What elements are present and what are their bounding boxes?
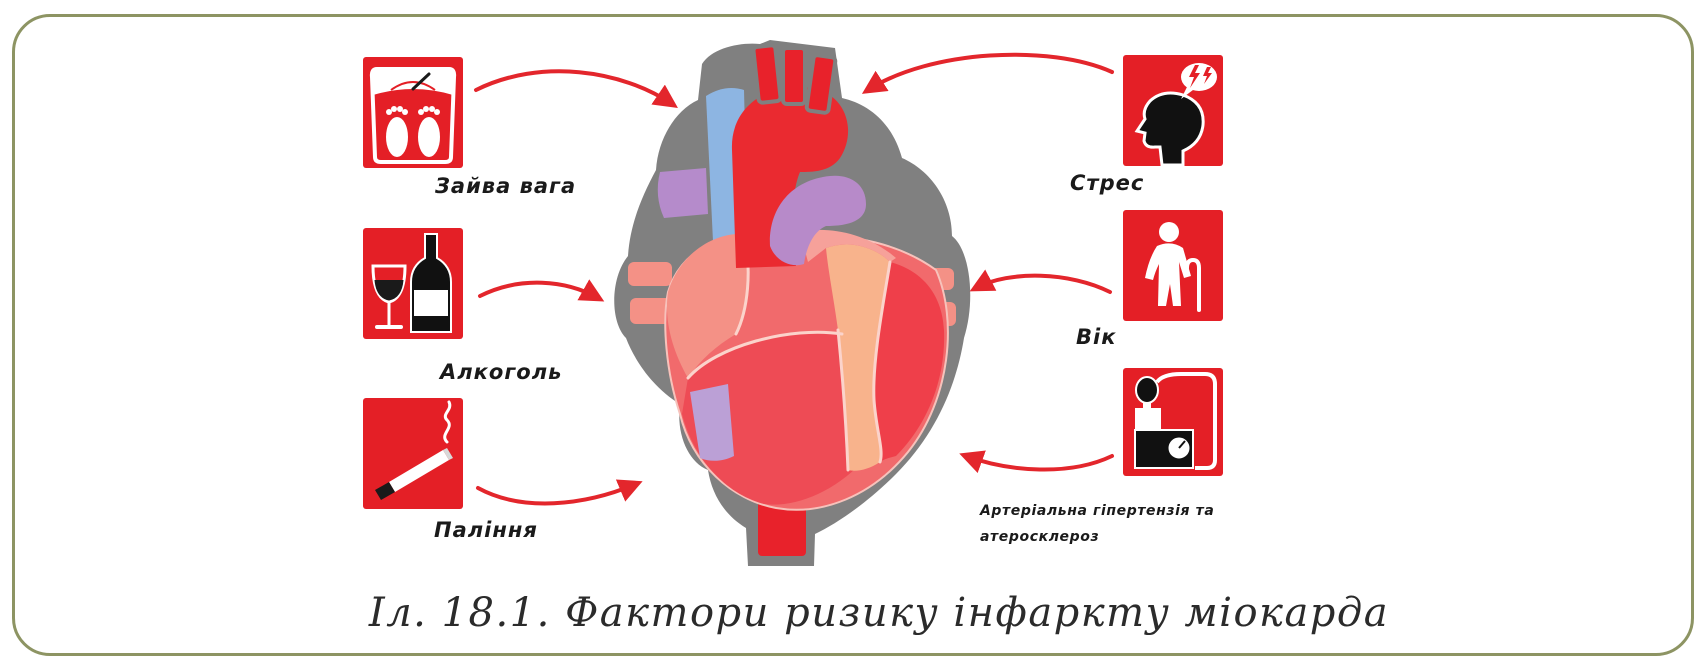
toe (418, 109, 424, 115)
toe (429, 106, 435, 112)
label-alcohol: Алкоголь (438, 360, 562, 384)
label-hypertension-line-2: атеросклероз (980, 529, 1099, 545)
left-pulmonary-vein-upper (628, 262, 672, 286)
stressed-head-icon (1123, 55, 1223, 166)
toe (391, 106, 397, 112)
label-smoking: Паління (434, 518, 538, 542)
blood-pressure-monitor-icon (1123, 368, 1223, 476)
toe (434, 109, 440, 115)
cuff (1135, 408, 1161, 430)
pump-valve (1143, 402, 1151, 408)
aortic-branch-1 (753, 45, 781, 103)
label-hypertension-line-1: Артеріальна гіпертензія та (979, 503, 1214, 519)
cigarette-icon (363, 398, 463, 509)
speech-bubble (1181, 63, 1217, 91)
label-age: Вік (1076, 325, 1116, 349)
bathroom-scale-icon (363, 57, 463, 168)
pump-bulb (1136, 377, 1158, 403)
arrow-alcohol-to-heart (480, 283, 598, 298)
toe (397, 106, 403, 112)
elderly-person-icon (1123, 210, 1223, 321)
figure-caption: Іл. 18.1. Фактори ризику інфаркту міокар… (368, 590, 1389, 636)
arrow-age-to-heart (976, 276, 1110, 292)
arrow-stress-to-heart (868, 55, 1112, 90)
wine-and-bottle-icon (363, 228, 463, 339)
left-pulmonary-vessel (658, 168, 708, 218)
label-overweight: Зайва вага (434, 174, 576, 198)
aortic-branch-2 (783, 48, 805, 104)
right-foot (418, 117, 440, 157)
arrow-overweight-to-heart (476, 71, 672, 104)
toe (386, 109, 392, 115)
person-head (1159, 222, 1179, 242)
bottle-label (414, 290, 448, 316)
arrow-hypertension-to-heart (966, 456, 1112, 470)
toe (423, 106, 429, 112)
heart-icon (614, 40, 970, 566)
left-foot (386, 117, 408, 157)
toe (402, 109, 408, 115)
arrow-smoking-to-heart (478, 484, 636, 503)
label-stress: Стрес (1070, 171, 1144, 195)
